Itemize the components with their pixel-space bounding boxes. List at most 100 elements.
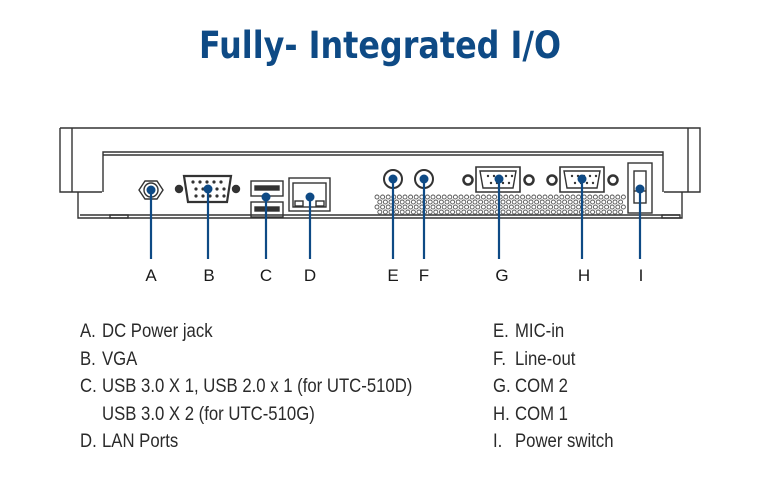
vent-hole [506, 199, 512, 205]
legend-left: A.DC Power jack B.VGA C.USB 3.0 X 1, USB… [80, 318, 412, 456]
vent-hole [486, 194, 492, 200]
vent-hole [489, 209, 495, 215]
vent-hole [416, 199, 422, 205]
vent-hole [618, 209, 624, 215]
vent-hole [382, 209, 388, 215]
vent-hole [564, 204, 570, 210]
vent-hole [573, 209, 579, 215]
vent-hole [469, 204, 475, 210]
vent-hole [601, 199, 607, 205]
vent-hole [567, 199, 573, 205]
vent-hole [480, 204, 486, 210]
vent-hole [500, 209, 506, 215]
vent-hole [385, 194, 391, 200]
callout-lines [149, 179, 642, 259]
vent-hole [559, 204, 565, 210]
vent-hole [503, 204, 509, 210]
vent-hole [534, 209, 540, 215]
vent-hole [483, 209, 489, 215]
vent-hole [528, 209, 534, 215]
vent-hole [517, 209, 523, 215]
vent-hole [592, 194, 598, 200]
vent-hole [612, 199, 618, 205]
vent-hole [562, 209, 568, 215]
vent-hole [550, 209, 556, 215]
vent-hole [385, 204, 391, 210]
vent-hole [377, 199, 383, 205]
vent-hole [531, 194, 537, 200]
vent-hole [408, 194, 414, 200]
vent-hole [556, 209, 562, 215]
vent-hole [464, 194, 470, 200]
vent-hole [374, 194, 380, 200]
vent-hole [536, 194, 542, 200]
vent-hole [472, 199, 478, 205]
vent-hole [402, 204, 408, 210]
device-rear-panel-diagram: A B C D E F G H I [59, 127, 701, 285]
vent-hole [402, 194, 408, 200]
vent-hole [590, 209, 596, 215]
vent-hole [472, 209, 478, 215]
legend-right: E.MIC-in F.Line-out G.COM 2 H.COM 1 I.Po… [493, 318, 613, 456]
vent-hole [427, 209, 433, 215]
vent-hole [455, 209, 461, 215]
vent-hole [587, 194, 593, 200]
vent-hole [615, 194, 621, 200]
vent-hole [394, 209, 400, 215]
vent-hole [416, 209, 422, 215]
vent-hole [430, 194, 436, 200]
vent-hole [405, 209, 411, 215]
vent-hole [441, 194, 447, 200]
legend-item-i: I.Power switch [493, 431, 614, 452]
vent-hole [606, 199, 612, 205]
vent-hole [436, 204, 442, 210]
vent-hole [447, 204, 453, 210]
vent-hole [461, 199, 467, 205]
vent-hole [408, 204, 414, 210]
vent-hole [598, 194, 604, 200]
callout-label-d: D [304, 266, 316, 285]
vent-hole [410, 209, 416, 215]
vent-hole [556, 199, 562, 205]
legend-item-g: G.COM 2 [493, 376, 568, 397]
vent-hole [542, 204, 548, 210]
vent-hole [452, 204, 458, 210]
vga-port-icon [174, 174, 241, 204]
vent-hole [394, 199, 400, 205]
vent-hole [506, 209, 512, 215]
vent-hole [478, 199, 484, 205]
vent-hole [542, 194, 548, 200]
vent-hole [604, 194, 610, 200]
legend-item-e: E.MIC-in [493, 321, 565, 342]
vent-hole [559, 194, 565, 200]
vent-hole [545, 199, 551, 205]
callout-label-e: E [387, 266, 398, 285]
vent-hole [441, 204, 447, 210]
serial-port-icon [462, 166, 535, 193]
vent-hole [514, 194, 520, 200]
vent-hole [606, 209, 612, 215]
page-title: Fully- Integrated I/O [198, 24, 562, 67]
vent-hole [399, 199, 405, 205]
vent-hole [534, 199, 540, 205]
vent-hole [587, 204, 593, 210]
vent-hole [413, 204, 419, 210]
vent-hole [553, 204, 559, 210]
vent-hole [531, 204, 537, 210]
vent-hole [413, 194, 419, 200]
callout-label-c: C [260, 266, 272, 285]
vent-hole [374, 204, 380, 210]
callout-label-f: F [419, 266, 429, 285]
legend-item-h: H.COM 1 [493, 403, 568, 425]
vent-hole [478, 209, 484, 215]
callout-label-i: I [639, 266, 644, 285]
vent-hole [458, 194, 464, 200]
legend-item-c: C.USB 3.0 X 1, USB 2.0 x 1 (for UTC-510D… [80, 376, 413, 397]
vent-hole [545, 209, 551, 215]
vent-hole [492, 204, 498, 210]
vent-hole [399, 209, 405, 215]
vent-hole [450, 199, 456, 205]
vent-hole [475, 204, 481, 210]
vent-hole [452, 194, 458, 200]
vent-hole [450, 209, 456, 215]
